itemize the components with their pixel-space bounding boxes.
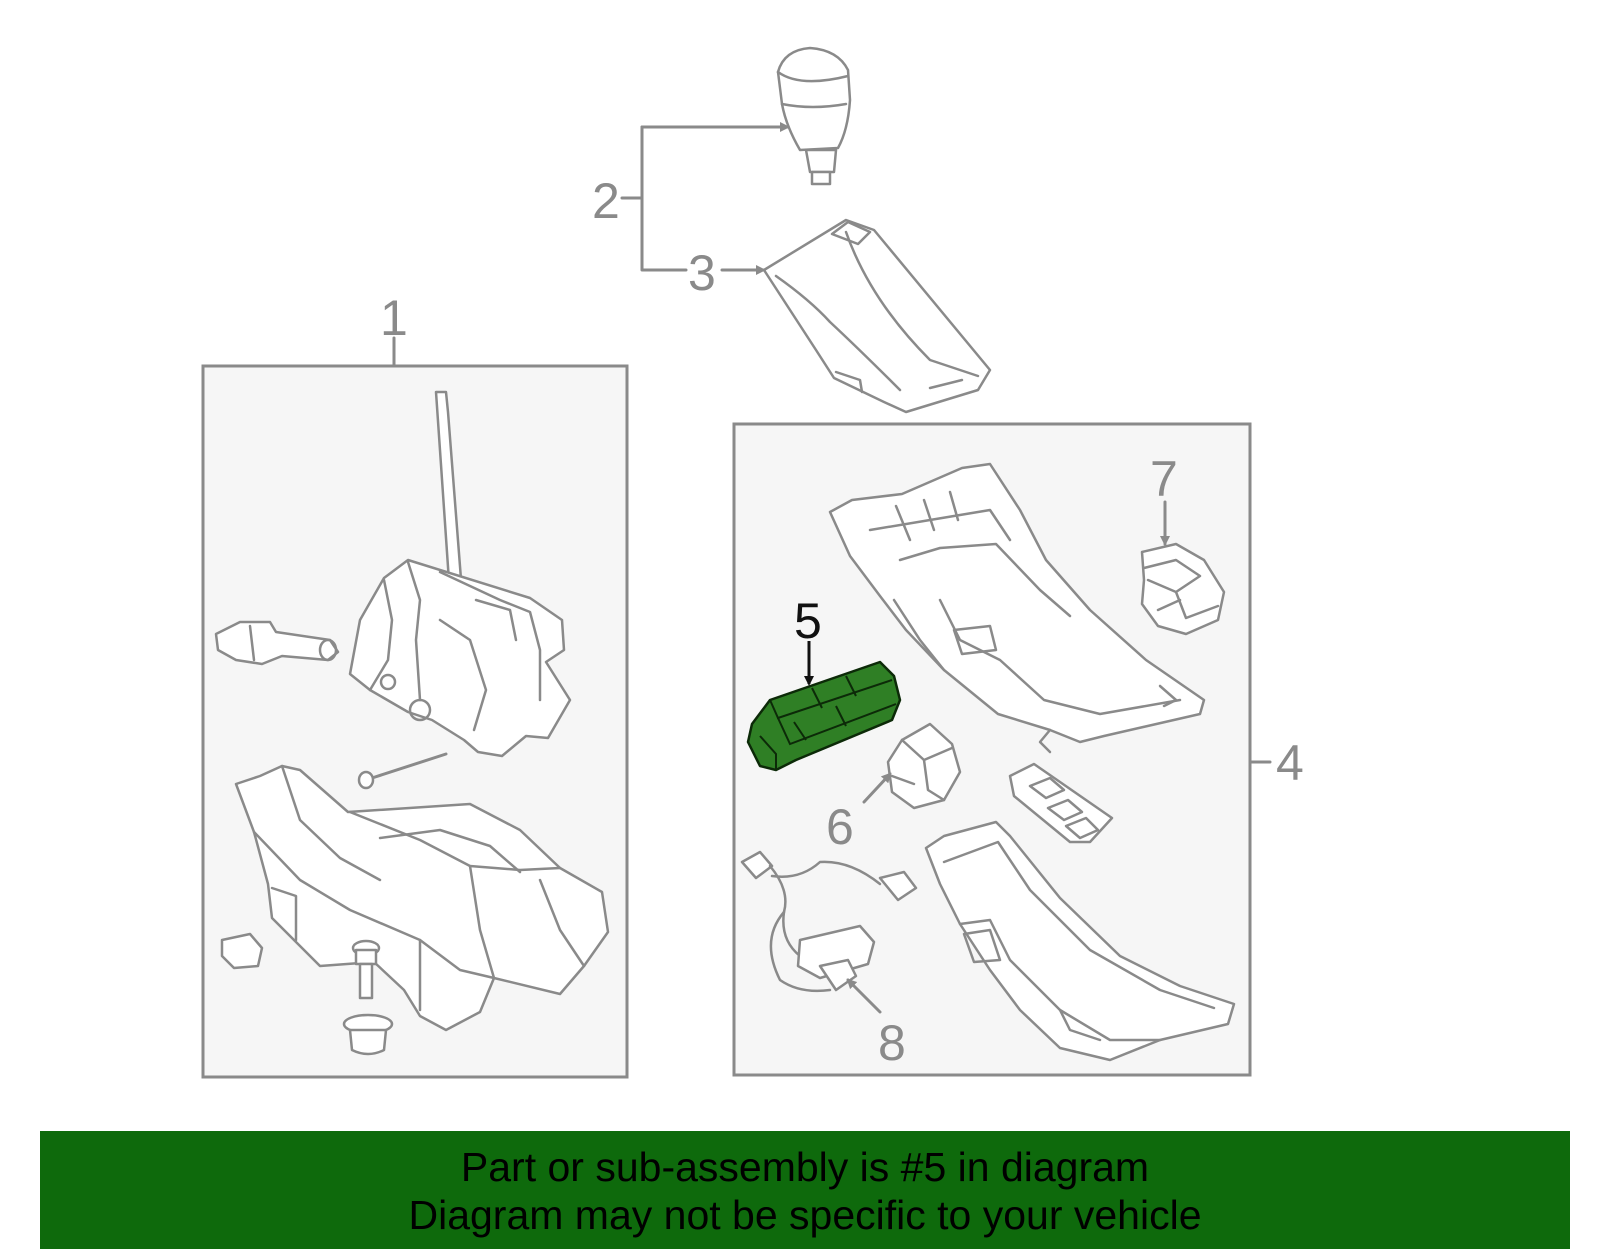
small-clip (220, 932, 264, 970)
shifter-assembly (348, 390, 572, 758)
callout-5: 5 (794, 593, 822, 649)
switch-part-7 (1140, 542, 1226, 636)
callout-2: 2 (592, 173, 620, 229)
switch-part-6 (886, 722, 962, 810)
info-banner: Part or sub-assembly is #5 in diagram Di… (40, 1131, 1570, 1249)
banner-line-1: Part or sub-assembly is #5 in diagram (460, 1144, 1150, 1190)
bolt (351, 939, 381, 1000)
callout-8: 8 (878, 1015, 906, 1071)
highlighted-switch-part-5 (746, 660, 902, 772)
callout-1: 1 (380, 290, 408, 346)
shift-sensor (214, 620, 340, 666)
wiring-harness-part-8 (740, 850, 918, 993)
bushing (342, 1013, 394, 1056)
lower-console-trim (924, 820, 1236, 1062)
callout-6: 6 (826, 799, 854, 855)
callout-7: 7 (1150, 451, 1178, 507)
callout-4: 4 (1276, 735, 1304, 791)
banner-line-2: Diagram may not be specific to your vehi… (408, 1192, 1202, 1238)
shift-knob-part-2 (776, 46, 852, 186)
console-bezel (828, 462, 1206, 754)
shift-boot-part-3 (762, 218, 992, 414)
callout-3: 3 (688, 245, 716, 301)
shift-pin (357, 752, 448, 790)
shifter-base (234, 764, 610, 1032)
switch-plate (1008, 762, 1114, 844)
